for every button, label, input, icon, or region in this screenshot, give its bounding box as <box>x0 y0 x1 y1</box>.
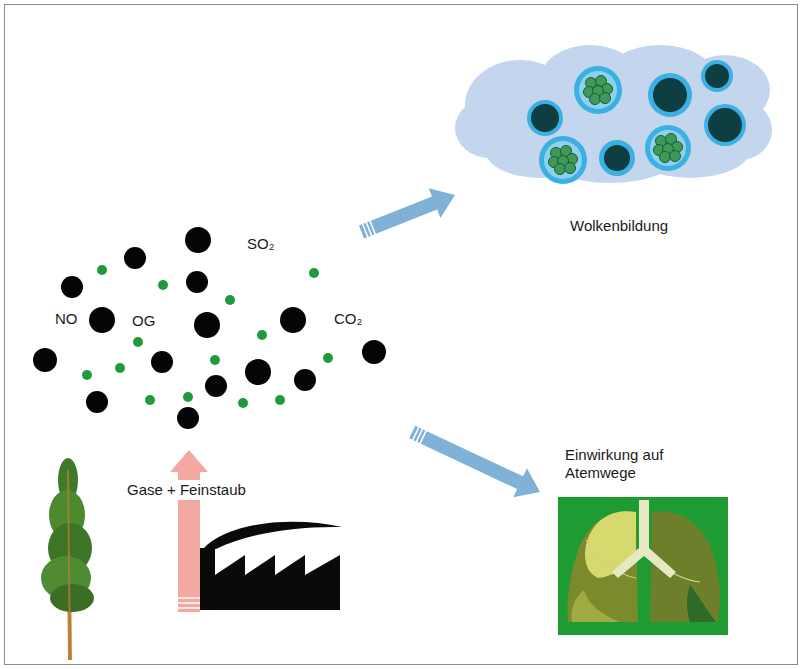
gas-dot <box>97 265 107 275</box>
node-text: Einwirkung auf Atemwege <box>565 446 685 482</box>
gas-dot <box>183 392 193 402</box>
gas-dot <box>210 355 220 365</box>
particle-dot <box>205 375 227 397</box>
gas-dot <box>115 363 125 373</box>
lung-node: Einwirkung auf Atemwege <box>540 440 740 640</box>
gas-dot <box>323 353 333 363</box>
flow-arrow <box>359 188 455 238</box>
gas-dot <box>158 280 168 290</box>
flow-arrow <box>409 426 540 497</box>
node-text: CO₂ <box>334 310 362 328</box>
gas-dot <box>257 330 267 340</box>
frame-border <box>5 5 798 665</box>
arrow-tail-stripe <box>370 220 376 235</box>
cloud-node-outline <box>455 45 770 245</box>
particle-dot <box>362 340 386 364</box>
particle-dot <box>177 407 199 429</box>
particle-dot <box>185 227 211 253</box>
arrow-body <box>409 426 540 497</box>
cloud-node: Wolkenbildung <box>455 45 770 245</box>
particle-dot <box>245 359 271 385</box>
particle-dot <box>124 247 146 269</box>
lung-picture <box>558 497 728 635</box>
arrow-body <box>359 188 455 238</box>
emission-label: Gase + Feinstaub <box>124 480 249 500</box>
particle-dot <box>33 348 57 372</box>
node-text: NO <box>55 310 78 328</box>
particle-dot <box>86 391 108 413</box>
arrow-tail-stripe <box>420 430 427 444</box>
gas-dot <box>309 268 319 278</box>
emission-cloud-outline <box>30 232 420 432</box>
particle-dot <box>89 307 115 333</box>
gas-dot <box>82 370 92 380</box>
emission-cloud: NO OG SO₂ CO₂ <box>30 232 420 432</box>
particle-dot <box>61 276 83 298</box>
particle-dot <box>194 312 220 338</box>
node-text: SO₂ <box>247 235 275 253</box>
gas-dot <box>238 398 248 408</box>
particle-dot <box>186 271 208 293</box>
gas-dot <box>133 337 143 347</box>
factory-illustration <box>200 522 342 610</box>
cloud-shape <box>455 45 772 184</box>
gas-dot <box>145 395 155 405</box>
particle-dot <box>151 351 173 373</box>
emission-arrow <box>170 450 208 612</box>
particle-dot <box>294 369 316 391</box>
gas-dot <box>225 295 235 305</box>
node-text: OG <box>132 312 155 330</box>
particle-dot <box>280 307 306 333</box>
gas-dot <box>275 395 285 405</box>
node-text: Wolkenbildung <box>570 217 668 235</box>
tree-illustration <box>41 458 94 660</box>
